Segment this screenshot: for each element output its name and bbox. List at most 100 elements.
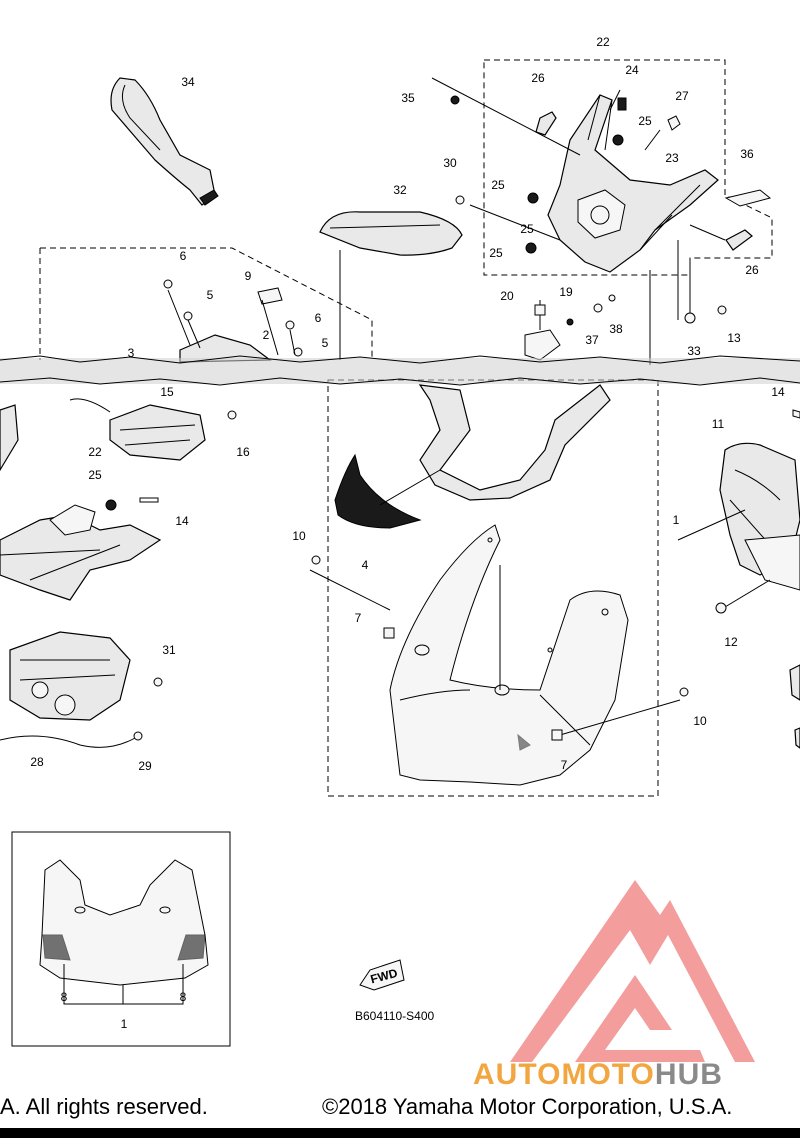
callout-10: 10	[292, 529, 306, 543]
callout-19: 19	[559, 285, 573, 299]
group-box-22	[483, 59, 773, 276]
stay-26-top	[535, 111, 557, 136]
partial-part-right-edge-2	[794, 727, 800, 749]
bolt-16	[227, 410, 237, 420]
pin-14-left	[139, 497, 159, 503]
screw-6a	[163, 279, 173, 289]
bolt-35	[450, 95, 460, 105]
collar-27	[667, 115, 681, 131]
callout-29: 29	[138, 759, 152, 773]
bracket-small	[524, 329, 561, 361]
washer-5a	[183, 311, 193, 321]
washer-38	[608, 294, 616, 302]
callout-6: 6	[315, 311, 322, 325]
bolt-10b	[679, 687, 689, 697]
nut-7b	[551, 729, 563, 741]
callout-13: 13	[727, 331, 741, 345]
callout-25: 25	[520, 222, 534, 236]
callout-24: 24	[625, 63, 639, 77]
stay-upper	[379, 384, 611, 506]
cowling-1	[389, 524, 629, 786]
bolt-31	[153, 677, 163, 687]
callout-27: 27	[675, 89, 689, 103]
callout-12: 12	[724, 635, 738, 649]
grommet-33	[684, 312, 696, 324]
reflector-right	[177, 934, 206, 961]
fwd-arrow-icon: FWD	[359, 959, 405, 991]
callout-8: 8	[180, 990, 187, 1004]
callout-9: 9	[245, 269, 252, 283]
callout-25: 25	[638, 114, 652, 128]
callout-22: 22	[596, 35, 610, 49]
screw-19	[566, 318, 574, 326]
grommet-25b	[527, 192, 539, 204]
callout-26: 26	[745, 263, 759, 277]
nut-20	[534, 304, 546, 316]
bracket-36	[724, 189, 772, 207]
callout-23: 23	[665, 151, 679, 165]
screw-6b	[285, 320, 295, 330]
callout-26: 26	[531, 71, 545, 85]
grommet-25a	[612, 134, 624, 146]
stay-26-right	[725, 229, 753, 251]
label-9	[257, 287, 283, 305]
callout-33: 33	[687, 344, 701, 358]
callout-25: 25	[88, 468, 102, 482]
reflector-left	[42, 934, 71, 961]
callout-14: 14	[175, 514, 189, 528]
side-panel-11	[719, 442, 800, 591]
bolt-29	[133, 731, 143, 741]
fwd-label: FWD	[369, 966, 399, 987]
nut-24	[617, 97, 627, 111]
partial-part-right-edge	[789, 664, 800, 701]
callout-30: 30	[443, 156, 457, 170]
callout-20: 20	[500, 289, 514, 303]
callout-14: 14	[771, 385, 785, 399]
bolt-30	[455, 195, 465, 205]
mirror-34	[110, 77, 219, 206]
callout-11: 11	[712, 417, 725, 431]
cover-32	[319, 211, 463, 256]
callout-2: 2	[263, 328, 270, 342]
inset-cowling	[39, 859, 209, 1005]
bolt-37	[593, 303, 603, 313]
bolt-10a	[311, 555, 321, 565]
callout-31: 31	[162, 643, 176, 657]
callout-4: 4	[362, 558, 369, 572]
bracket-assembly-23	[547, 94, 719, 273]
callout-37: 37	[585, 333, 599, 347]
callout-16: 16	[236, 445, 250, 459]
duct-15	[69, 398, 206, 461]
callout-1: 1	[673, 513, 680, 527]
callout-35: 35	[401, 91, 415, 105]
leader-lines-cowling	[309, 565, 681, 736]
callout-36: 36	[740, 147, 754, 161]
automotohub-logo-icon	[510, 880, 755, 1062]
callout-3: 3	[128, 346, 135, 360]
nut-7a	[383, 627, 395, 639]
partial-part-left-edge	[0, 404, 19, 472]
bottom-bar	[0, 1128, 800, 1138]
pin-14-right	[792, 409, 800, 419]
watermark-brand: AUTOMOTOHUB	[473, 1058, 723, 1092]
callout-6: 6	[180, 249, 187, 263]
panel-4	[334, 453, 422, 529]
bolt-13	[717, 305, 727, 315]
callout-15: 15	[160, 385, 174, 399]
cable-28	[0, 735, 136, 748]
callout-38: 38	[609, 322, 623, 336]
inset-box	[11, 831, 231, 1047]
brand-hub: HUB	[654, 1058, 723, 1091]
callout-7: 7	[355, 611, 362, 625]
group-box-left	[39, 247, 373, 360]
callout-1: 1	[121, 1017, 128, 1031]
footer-copyright: ©2018 Yamaha Motor Corporation, U.S.A.	[322, 1094, 733, 1119]
brand-moto: MOTO	[561, 1058, 655, 1091]
leader-lines-right	[677, 509, 771, 611]
callout-5: 5	[207, 288, 214, 302]
callout-32: 32	[393, 183, 407, 197]
panel-assembly-left	[0, 499, 162, 601]
callout-8: 8	[61, 990, 68, 1004]
